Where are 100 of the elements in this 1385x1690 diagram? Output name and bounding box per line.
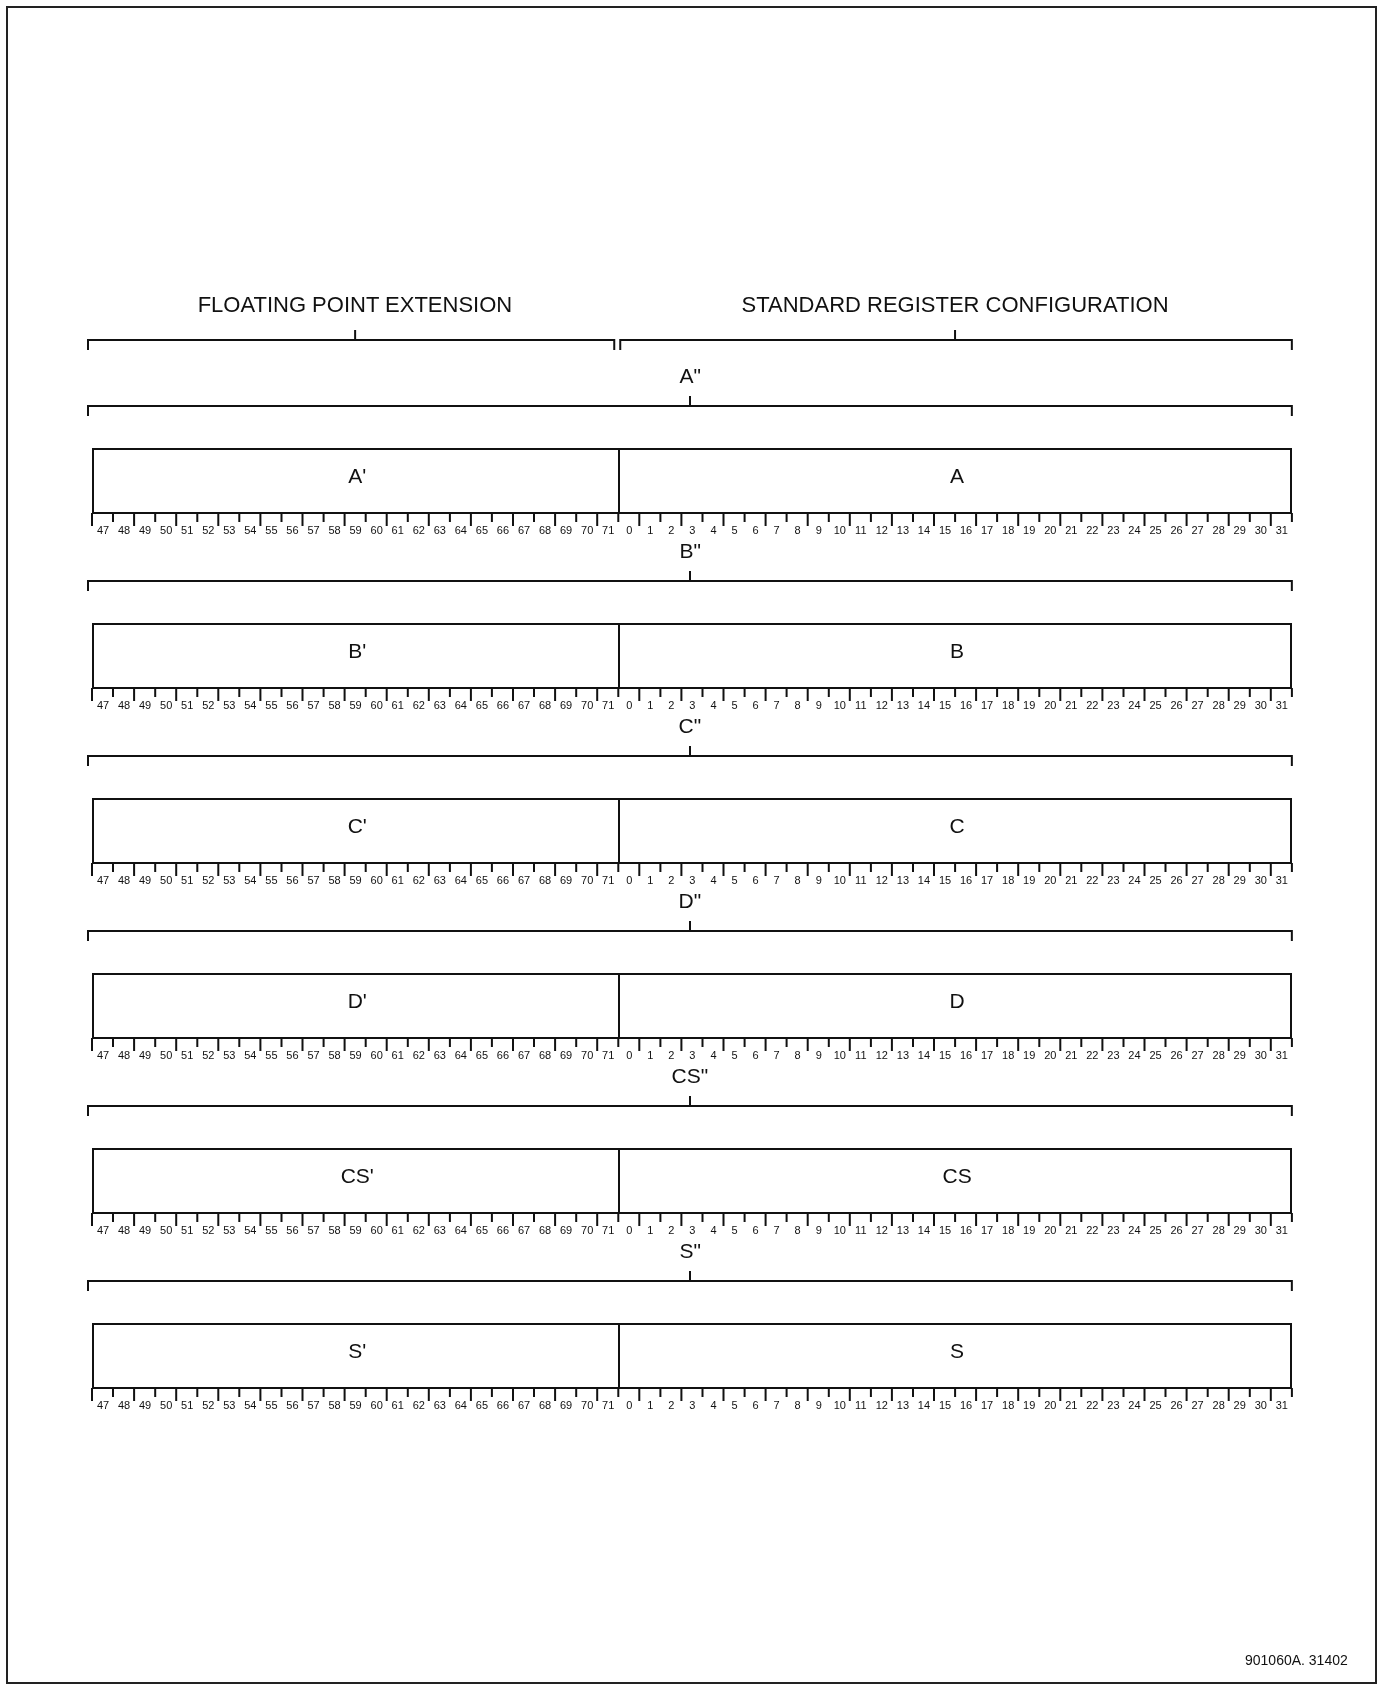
bit-number: 7 xyxy=(772,1049,781,1061)
bit-number: 12 xyxy=(874,699,889,711)
bit-number: 8 xyxy=(793,1399,802,1411)
bit-number: 60 xyxy=(369,1049,384,1061)
bit-number: 50 xyxy=(159,1399,174,1411)
bit-number: 7 xyxy=(772,699,781,711)
bit-number: 20 xyxy=(1043,1224,1058,1236)
bit-number: 66 xyxy=(495,1224,511,1236)
bit-number: 7 xyxy=(772,1399,781,1411)
bit-number: 16 xyxy=(958,1049,974,1061)
bit-number: 29 xyxy=(1232,1049,1247,1061)
bit-number: 61 xyxy=(390,699,405,711)
bit-number: 59 xyxy=(348,1049,363,1061)
bit-number: 64 xyxy=(453,524,468,536)
bit-number: 68 xyxy=(537,1399,553,1411)
bit-number: 3 xyxy=(688,874,697,886)
bit-number: 13 xyxy=(895,1399,910,1411)
register-name: CS xyxy=(942,1164,972,1188)
bit-number: 20 xyxy=(1043,524,1058,536)
register-field xyxy=(618,448,1292,514)
register-field xyxy=(92,623,620,689)
register-name: D' xyxy=(347,989,367,1013)
register-field xyxy=(618,1323,1292,1389)
bit-number: 63 xyxy=(432,524,447,536)
bit-number: 51 xyxy=(180,524,195,536)
bit-number: 69 xyxy=(558,1224,574,1236)
bit-number: 62 xyxy=(411,1224,426,1236)
bit-number: 27 xyxy=(1190,1049,1205,1061)
bit-number: 25 xyxy=(1148,699,1163,711)
bit-number: 0 xyxy=(625,1049,634,1061)
bit-number: 4 xyxy=(709,1224,718,1236)
bit-number: 24 xyxy=(1127,874,1142,886)
bit-number: 4 xyxy=(709,874,718,886)
bit-number: 59 xyxy=(348,1224,363,1236)
bit-number: 22 xyxy=(1085,1224,1100,1236)
register-field xyxy=(618,1148,1292,1214)
bit-number: 31 xyxy=(1274,1049,1289,1061)
bit-number: 15 xyxy=(937,1399,953,1411)
bit-number: 20 xyxy=(1043,874,1058,886)
bit-number: 65 xyxy=(474,1224,489,1236)
bit-number: 5 xyxy=(730,874,739,886)
bit-number: 63 xyxy=(432,1399,447,1411)
bit-number: 8 xyxy=(793,1224,802,1236)
bit-number: 52 xyxy=(201,699,216,711)
bit-number: 7 xyxy=(772,874,781,886)
bit-number: 58 xyxy=(327,1399,342,1411)
bit-number: 13 xyxy=(895,524,910,536)
bit-number: 17 xyxy=(979,874,995,886)
bit-number: 57 xyxy=(306,1399,321,1411)
bit-number: 21 xyxy=(1064,874,1079,886)
bit-number: 21 xyxy=(1064,699,1079,711)
bit-number: 48 xyxy=(116,874,132,886)
bit-number: 9 xyxy=(814,1049,823,1061)
bit-number: 67 xyxy=(516,1224,532,1236)
bit-number: 8 xyxy=(793,699,802,711)
register-name: C xyxy=(949,814,965,838)
bit-number: 61 xyxy=(390,1224,405,1236)
bit-number: 3 xyxy=(688,1049,697,1061)
bit-number: 53 xyxy=(222,1049,237,1061)
bit-number: 6 xyxy=(751,1399,760,1411)
bit-number: 69 xyxy=(558,874,574,886)
bit-number: 13 xyxy=(895,1224,910,1236)
bit-number: 56 xyxy=(285,1224,300,1236)
figure-number: 901060A. 31402 xyxy=(1245,1652,1348,1668)
bit-number: 1 xyxy=(646,699,655,711)
bit-number: 56 xyxy=(285,1049,300,1061)
register-field xyxy=(618,623,1292,689)
bit-number: 14 xyxy=(916,1224,932,1236)
bit-number: 27 xyxy=(1190,699,1205,711)
bit-number: 59 xyxy=(348,524,363,536)
bit-number: 23 xyxy=(1106,1399,1121,1411)
bit-number: 16 xyxy=(958,1224,974,1236)
bit-number: 30 xyxy=(1253,699,1268,711)
bit-number: 65 xyxy=(474,874,489,886)
bit-number: 66 xyxy=(495,1049,511,1061)
bit-number: 12 xyxy=(874,1224,889,1236)
bit-number: 67 xyxy=(516,1399,532,1411)
bit-number: 57 xyxy=(306,874,321,886)
bit-number: 57 xyxy=(306,1224,321,1236)
bit-number: 29 xyxy=(1232,874,1247,886)
bit-number: 6 xyxy=(751,874,760,886)
bit-number: 49 xyxy=(137,874,153,886)
bit-number: 48 xyxy=(116,524,132,536)
register-name: C' xyxy=(347,814,367,838)
bit-number: 71 xyxy=(601,1399,616,1411)
bit-number: 70 xyxy=(580,1224,595,1236)
bit-number: 59 xyxy=(348,1399,363,1411)
bit-number: 62 xyxy=(411,1049,426,1061)
bit-number: 2 xyxy=(667,699,676,711)
bit-number: 24 xyxy=(1127,699,1142,711)
bit-number: 31 xyxy=(1274,1224,1289,1236)
bit-number: 17 xyxy=(979,1399,995,1411)
bit-number: 28 xyxy=(1211,699,1226,711)
bit-number: 14 xyxy=(916,1049,932,1061)
bit-number: 5 xyxy=(730,524,739,536)
bit-number: 62 xyxy=(411,1399,426,1411)
bit-number: 50 xyxy=(159,699,174,711)
bit-number: 17 xyxy=(979,524,995,536)
bit-number: 10 xyxy=(832,524,847,536)
bit-number: 5 xyxy=(730,699,739,711)
